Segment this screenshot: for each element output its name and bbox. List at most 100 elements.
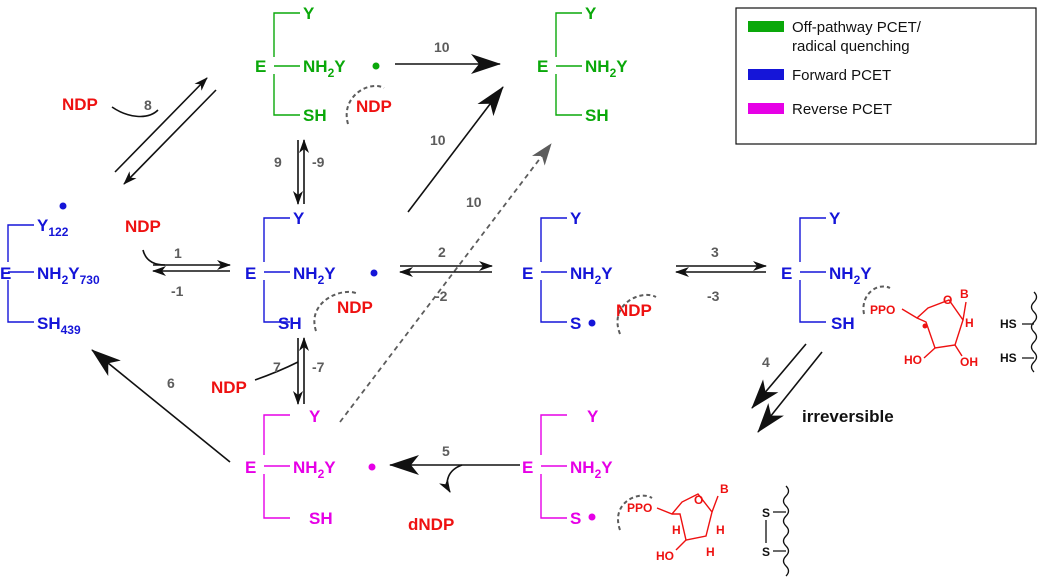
svg-text:Y122: Y122: [37, 216, 69, 239]
svg-text:Y: Y: [585, 4, 597, 23]
step-9-label: 9: [274, 154, 282, 170]
state-green-radical: Y E NH2Y SH: [255, 4, 380, 125]
svg-text:NH2Y: NH2Y: [303, 57, 346, 80]
svg-text:Y: Y: [293, 209, 305, 228]
step-minus-9-label: -9: [312, 154, 325, 170]
active-site-arc: [616, 293, 657, 335]
svg-text:Y: Y: [570, 209, 582, 228]
protein-backbone-squiggle: [1030, 291, 1038, 373]
step-minus-7-label: -7: [312, 359, 325, 375]
svg-text:NH2Y: NH2Y: [293, 458, 336, 481]
ndp-bound: NDP: [337, 298, 373, 317]
radical-dot: [922, 323, 928, 329]
ndp-reagent-1: NDP: [125, 217, 161, 236]
svg-text:PPO: PPO: [627, 501, 652, 515]
ribose-product: PPO O B H H H HO: [627, 482, 729, 563]
svg-text:E: E: [255, 57, 266, 76]
legend-magenta-label: Reverse PCET: [792, 101, 892, 118]
step-8-label: 8: [144, 97, 152, 113]
svg-text:SH439: SH439: [37, 314, 81, 337]
svg-text:PPO: PPO: [870, 303, 895, 317]
dndp-product: dNDP: [408, 515, 454, 534]
svg-text:E: E: [781, 264, 792, 283]
step-minus-1-label: -1: [171, 283, 184, 299]
svg-text:SH: SH: [278, 314, 302, 333]
svg-text:NH2Y: NH2Y: [293, 264, 336, 287]
step-3-label: 3: [711, 244, 719, 260]
arrow-step-5: [389, 455, 520, 493]
svg-text:E: E: [245, 458, 256, 477]
svg-text:S: S: [762, 545, 770, 559]
svg-text:E: E: [0, 264, 11, 283]
cysteine-thiols: HS HS: [1000, 291, 1038, 373]
svg-text:SH: SH: [309, 509, 333, 528]
svg-text:O: O: [943, 293, 952, 307]
legend-blue-swatch: [748, 69, 784, 80]
svg-text:Y: Y: [829, 209, 841, 228]
svg-text:H: H: [716, 523, 725, 537]
svg-text:E: E: [522, 264, 533, 283]
arrow-step-4: [751, 343, 823, 433]
arrow-step-1: [142, 249, 231, 276]
legend-green-label-1: Off-pathway PCET/: [792, 19, 922, 36]
svg-text:Y: Y: [309, 407, 321, 426]
active-site-arc: [617, 494, 653, 531]
irreversible-label: irreversible: [802, 407, 894, 426]
radical-dot: [588, 319, 596, 327]
svg-text:NH2Y: NH2Y: [570, 264, 613, 287]
svg-text:HO: HO: [656, 549, 674, 563]
ndp-bound: NDP: [616, 301, 652, 320]
state-blue-initial: Y122 E NH2Y730 SH439: [0, 202, 100, 337]
state-magenta-left: Y E NH2Y SH: [245, 407, 376, 528]
svg-text:E: E: [245, 264, 256, 283]
svg-text:HS: HS: [1000, 351, 1017, 365]
svg-text:S: S: [570, 314, 581, 333]
svg-text:H: H: [672, 523, 681, 537]
step-2-label: 2: [438, 244, 446, 260]
arrow-step-2: [399, 261, 493, 277]
svg-text:SH: SH: [831, 314, 855, 333]
svg-text:SH: SH: [303, 106, 327, 125]
state-magenta-right: Y E NH2Y S: [522, 407, 613, 528]
active-site-arc: [313, 290, 359, 332]
svg-text:Y: Y: [303, 4, 315, 23]
ndp-reagent-7: NDP: [211, 378, 247, 397]
state-blue-substrate-radical: Y E NH2Y SH: [781, 209, 872, 333]
radical-dot: [368, 463, 376, 471]
arrow-step-10-diagonal: [407, 86, 504, 213]
protein-backbone-squiggle: [782, 485, 790, 577]
svg-text:NH2Y: NH2Y: [570, 458, 613, 481]
legend-magenta-swatch: [748, 103, 784, 114]
svg-text:B: B: [720, 482, 729, 496]
legend: Off-pathway PCET/ radical quenching Forw…: [735, 7, 1037, 145]
step-7-label: 7: [273, 359, 281, 375]
svg-text:HO: HO: [904, 353, 922, 367]
legend-green-label-2: radical quenching: [792, 38, 910, 55]
arrow-step-6: [91, 349, 231, 463]
arrow-step-9: [293, 139, 309, 205]
arrow-step-7: [254, 337, 309, 405]
svg-text:NH2Y: NH2Y: [829, 264, 872, 287]
step-5-label: 5: [442, 443, 450, 459]
ribose-radical: PPO O B H HO OH: [870, 287, 978, 369]
svg-text:S: S: [570, 509, 581, 528]
svg-text:NH2Y: NH2Y: [585, 57, 628, 80]
step-4-label: 4: [762, 354, 770, 370]
step-10-dashed-label: 10: [466, 194, 482, 210]
svg-text:O: O: [694, 493, 703, 507]
radical-dot: [59, 202, 67, 210]
step-minus-3-label: -3: [707, 288, 720, 304]
svg-text:Y: Y: [587, 407, 599, 426]
legend-blue-label: Forward PCET: [792, 67, 891, 84]
active-site-arc: [862, 285, 891, 315]
svg-text:E: E: [537, 57, 548, 76]
step-10-top-label: 10: [434, 39, 450, 55]
disulfide: S S: [762, 485, 790, 577]
svg-text:H: H: [706, 545, 715, 559]
step-6-label: 6: [167, 375, 175, 391]
svg-text:E: E: [522, 458, 533, 477]
step-minus-2-label: -2: [435, 288, 448, 304]
svg-text:OH: OH: [960, 355, 978, 369]
